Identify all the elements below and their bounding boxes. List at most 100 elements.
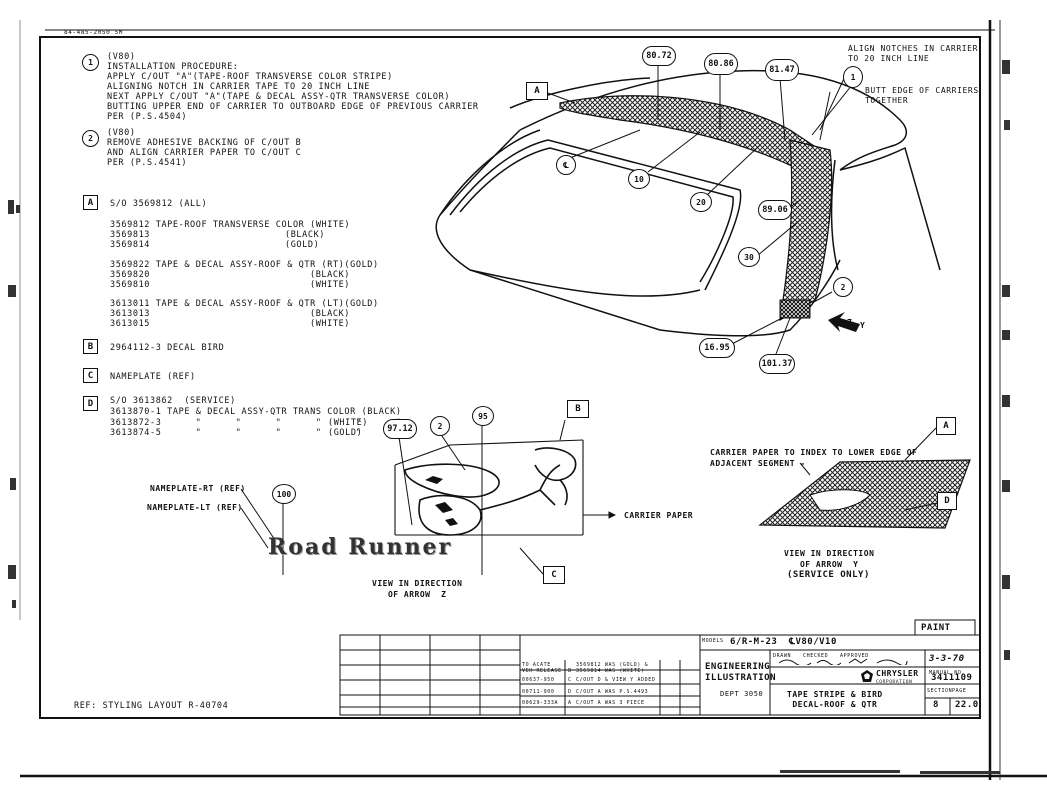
signatures bbox=[777, 657, 917, 665]
part-d-marker: D bbox=[83, 396, 98, 411]
part-a-g1-r3: 3569814 bbox=[110, 240, 151, 250]
title-drawing-title: TAPE STRIPE & BIRD DECAL-ROOF & QTR bbox=[787, 690, 883, 709]
arrow-z-label: Z bbox=[847, 318, 853, 327]
callout-a-view-y: A bbox=[936, 417, 956, 435]
callout-95: 95 bbox=[472, 406, 494, 426]
dim-81-47: 81.47 bbox=[765, 59, 799, 81]
rev-3-ref: 00711-900 bbox=[522, 689, 555, 695]
rev-1-desc: 3569812 WAS (GOLD) & 3569814 WAS (WHITE) bbox=[576, 662, 649, 674]
part-a-g2-r2-color: (BLACK) bbox=[310, 270, 351, 280]
drawing-border bbox=[39, 36, 981, 719]
leader-lines bbox=[547, 64, 853, 355]
bird-decal-artwork bbox=[404, 447, 577, 536]
part-a-g2-r3-color: (WHITE) bbox=[310, 280, 351, 290]
annotation-align-notches: ALIGN NOTCHES IN CARRIER TO 20 INCH LINE bbox=[848, 44, 978, 63]
view-y-bird-cutout bbox=[809, 489, 871, 511]
rev-4-ltr: A bbox=[568, 700, 572, 706]
title-brand-sub: CORPORATION bbox=[876, 680, 913, 685]
view-z-leaders bbox=[240, 419, 566, 575]
note-1-marker: 1 bbox=[82, 54, 99, 71]
title-models-label: MODELS bbox=[702, 638, 724, 644]
chrysler-pentastar-icon bbox=[860, 669, 874, 683]
callout-b-bird: B bbox=[567, 400, 589, 418]
title-models: 6/R-M-23 ℄V80/V10 bbox=[730, 637, 837, 647]
note-2-line-1: (V80) bbox=[107, 128, 136, 138]
rev-1-ref: TO ACATE VEH RELEASE bbox=[522, 662, 562, 674]
annotation-view-z: VIEW IN DIRECTION OF ARROW Z bbox=[372, 579, 463, 599]
part-a-g3-r3-color: (WHITE) bbox=[310, 319, 351, 329]
callout-10: 10 bbox=[628, 169, 650, 189]
title-section-label: SECTION bbox=[927, 688, 953, 694]
dim-89-06: 89.06 bbox=[758, 200, 792, 220]
part-b-marker: B bbox=[83, 339, 98, 354]
callout-centerline: ℄ bbox=[556, 155, 576, 175]
annotation-service-only: (SERVICE ONLY) bbox=[787, 570, 870, 580]
title-manual-label: MANUAL NO. bbox=[929, 670, 966, 676]
title-page-label: PAGE bbox=[952, 688, 967, 694]
dim-80-86: 80.86 bbox=[704, 53, 738, 75]
scan-noise bbox=[8, 60, 1010, 774]
title-engineering-illustration: ENGINEERING ILLUSTRATION bbox=[705, 662, 777, 683]
arrow-y-label: Y bbox=[860, 321, 866, 330]
callout-30: 30 bbox=[738, 247, 760, 267]
part-a-g1-r2-color: (BLACK) bbox=[285, 230, 326, 240]
title-drawn-label: DRAWN bbox=[773, 653, 792, 659]
annotation-carrier-index: CARRIER PAPER TO INDEX TO LOWER EDGE OF … bbox=[710, 448, 918, 468]
part-a-g3-r2-color: (BLACK) bbox=[310, 309, 351, 319]
annotation-view-y: VIEW IN DIRECTION OF ARROW Y bbox=[784, 549, 875, 569]
part-a-g1-r1: 3569812 TAPE-ROOF TRANSVERSE COLOR (WHIT… bbox=[110, 220, 351, 230]
view-y-leaders bbox=[799, 427, 938, 511]
part-a-heading: S/O 3569812 (ALL) bbox=[110, 199, 208, 209]
title-approved-label: APPROVED bbox=[840, 653, 869, 659]
dim-97-12: 97.12 bbox=[383, 419, 417, 439]
callout-a-roof: A bbox=[526, 82, 548, 100]
note-2-line-4: PER (P.S.4541) bbox=[107, 158, 188, 168]
note-2-line-2: REMOVE ADHESIVE BACKING OF C/OUT B bbox=[107, 138, 302, 148]
part-a-g1-r3-color: (GOLD) bbox=[285, 240, 320, 250]
part-a-g3-r2: 3613013 bbox=[110, 309, 151, 319]
note-1-line-2: INSTALLATION PROCEDURE: bbox=[107, 62, 239, 72]
part-a-g3-r3: 3613015 bbox=[110, 319, 151, 329]
nameplate-road-runner: Road Runner bbox=[268, 534, 453, 560]
part-a-g2-r3: 3569810 bbox=[110, 280, 151, 290]
rev-2-ltr: C bbox=[568, 677, 572, 683]
dim-101-37: 101.37 bbox=[759, 354, 795, 374]
arrow-y-z-direction bbox=[828, 312, 860, 332]
rev-4-desc: C/OUT A WAS 3 PIECE bbox=[576, 700, 645, 706]
note-1-line-4: ALIGNING NOTCH IN CARRIER TAPE TO 20 INC… bbox=[107, 82, 371, 92]
title-manual-no: 3411109 bbox=[931, 673, 973, 683]
roof-stripe bbox=[559, 95, 821, 171]
note-1-line-5: NEXT APPLY C/OUT "A"(TAPE & DECAL ASSY-Q… bbox=[107, 92, 451, 102]
callout-note-2: 2 bbox=[833, 277, 853, 297]
bird-decal-on-car bbox=[779, 299, 811, 319]
rev-4-ref: 00629-333A bbox=[522, 700, 559, 706]
annotation-nameplate-lt: NAMEPLATE-LT (REF) bbox=[147, 503, 243, 512]
callout-c-nameplate: C bbox=[543, 566, 565, 584]
rev-1-ltr: B bbox=[568, 668, 572, 674]
title-date: 3-3-70 bbox=[929, 654, 965, 664]
ref-styling-layout: REF: STYLING LAYOUT R-40704 bbox=[74, 701, 229, 711]
note-1-line-7: PER (P.S.4504) bbox=[107, 112, 188, 122]
dim-80-72: 80.72 bbox=[642, 46, 676, 66]
note-1-line-6: BUTTING UPPER END OF CARRIER TO OUTBOARD… bbox=[107, 102, 479, 112]
title-paint: PAINT bbox=[921, 623, 951, 633]
bird-feathers bbox=[425, 476, 458, 526]
note-1-line-1: (V80) bbox=[107, 52, 136, 62]
part-b-text: 2964112-3 DECAL BIRD bbox=[110, 343, 225, 353]
part-d-r3-color: (GOLD) bbox=[328, 428, 363, 438]
rev-2-desc: C/OUT D & VIEW Y ADDED bbox=[576, 677, 656, 683]
title-page: 22.0 bbox=[955, 700, 979, 710]
view-z-outline bbox=[394, 439, 617, 536]
title-brand: CHRYSLER bbox=[876, 669, 919, 678]
car-roof-outline bbox=[435, 69, 941, 337]
callout-2-view-z: 2 bbox=[430, 416, 450, 436]
part-d-r1: 3613870-1 TAPE & DECAL ASSY-QTR TRANS CO… bbox=[110, 407, 402, 417]
header-code: 84-485-2050 5M bbox=[64, 29, 123, 36]
callout-100: 100 bbox=[272, 484, 296, 504]
note-2-marker: 2 bbox=[82, 130, 99, 147]
title-block-grid bbox=[339, 619, 981, 716]
part-c-text: NAMEPLATE (REF) bbox=[110, 372, 196, 382]
part-a-g2-r1: 3569822 TAPE & DECAL ASSY-ROOF & QTR (RT… bbox=[110, 260, 379, 270]
part-d-heading: S/O 3613862 (SERVICE) bbox=[110, 396, 236, 406]
note-1-line-3: APPLY C/OUT "A"(TAPE-ROOF TRANSVERSE COL… bbox=[107, 72, 393, 82]
